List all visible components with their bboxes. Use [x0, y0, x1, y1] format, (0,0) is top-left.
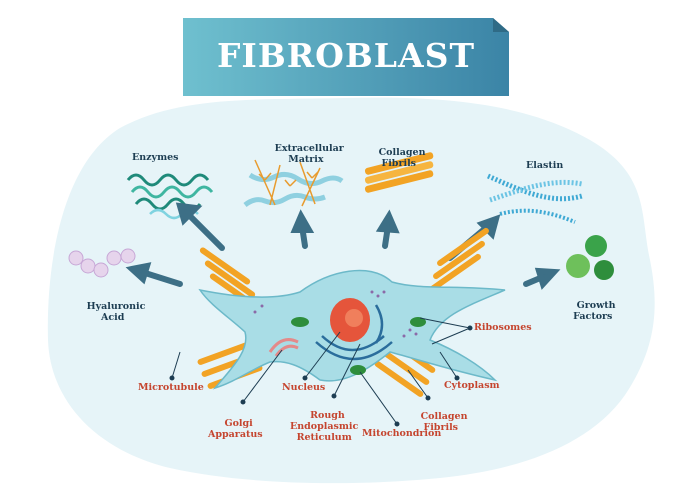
ribosomes	[253, 290, 418, 338]
nucleus	[330, 298, 370, 342]
leader-lines	[169, 317, 473, 427]
label-golgi-apparatus: Golgi Apparatus	[208, 418, 263, 440]
label-rough-er: Rough Endoplasmic Reticulum	[290, 410, 359, 443]
hyaluronic-acid-illustration	[68, 248, 136, 278]
label-collagen-fibrils-top: Collagen Fibrils	[378, 147, 426, 169]
label-enzymes: Enzymes	[132, 152, 179, 163]
label-growth-factors: Growth Factors	[573, 300, 616, 322]
label-elastin: Elastin	[526, 160, 564, 171]
rough-er	[315, 304, 393, 361]
label-mitochondrion: Mitochondrion	[362, 428, 442, 439]
label-extracellular-matrix: Extracellular Matrix	[274, 143, 344, 165]
extracellular-matrix-illustration	[243, 159, 344, 208]
elastin-illustration	[486, 173, 583, 224]
growth-factors-illustration	[566, 235, 614, 280]
collagen-fibrils-illustration-top	[364, 152, 434, 193]
label-nucleus: Nucleus	[282, 382, 326, 393]
page-title: FIBROBLAST	[216, 36, 475, 75]
label-microtubule: Microtubule	[138, 382, 204, 393]
golgi-apparatus	[268, 338, 299, 357]
mitochondrion	[291, 317, 426, 375]
title-banner	[183, 18, 509, 96]
label-cytoplasm: Cytoplasm	[444, 380, 500, 391]
label-ribosomes: Ribosomes	[474, 322, 532, 333]
label-hyaluronic-acid: Hyaluronic Acid	[86, 301, 146, 323]
label-collagen-fibrils-bottom: Collagen Fibrils	[420, 411, 468, 433]
